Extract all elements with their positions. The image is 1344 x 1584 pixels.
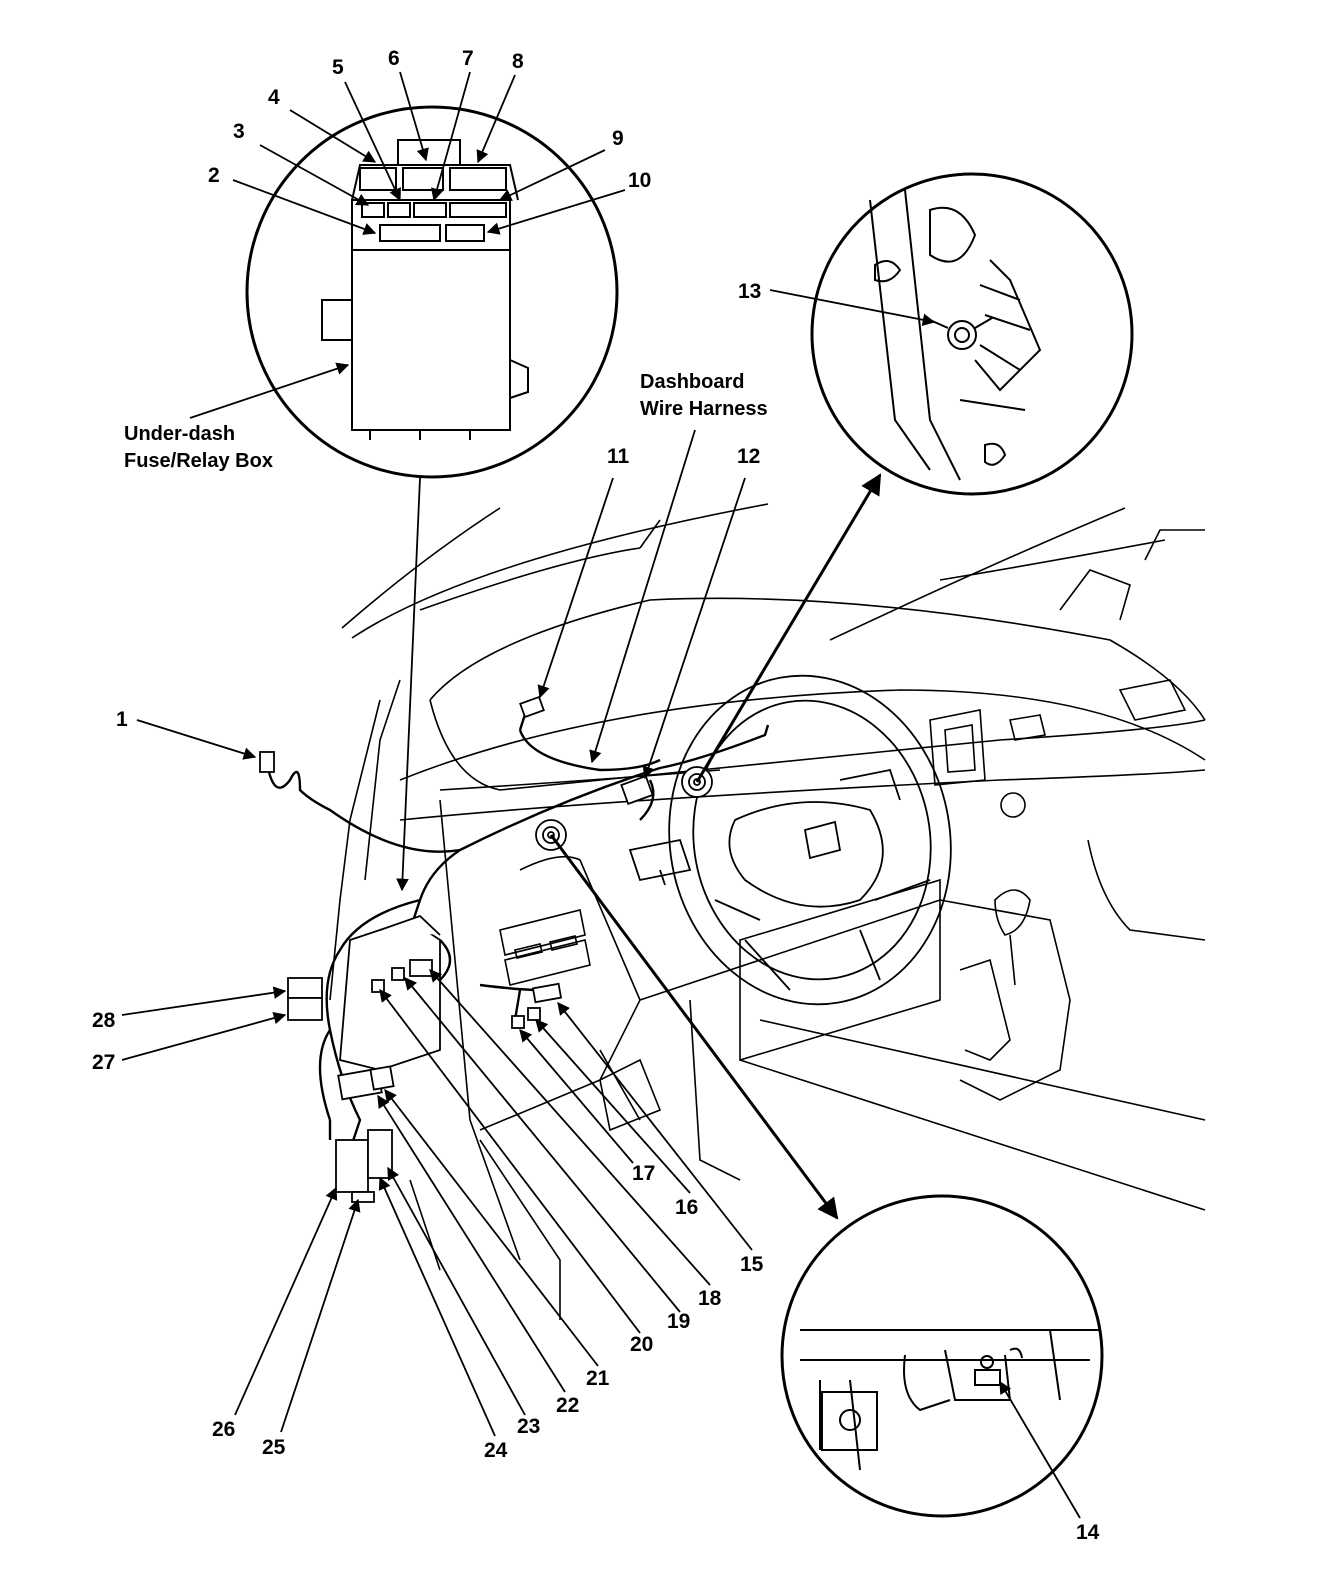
callout-24: 24 <box>484 1439 508 1462</box>
callout-28: 28 <box>92 1009 116 1032</box>
callout-21: 21 <box>586 1367 610 1390</box>
steering-wheel <box>628 674 952 1006</box>
callout-3: 3 <box>233 120 245 143</box>
callout-27: 27 <box>92 1051 116 1074</box>
callout-6: 6 <box>388 47 400 70</box>
callout-10: 10 <box>628 169 652 192</box>
callout-11: 11 <box>607 445 630 468</box>
fuse-box-detail <box>245 105 619 479</box>
callout-25: 25 <box>262 1436 286 1459</box>
detail-13 <box>810 172 1134 496</box>
callout-19: 19 <box>667 1310 691 1333</box>
callout-7: 7 <box>462 47 474 70</box>
callout-17: 17 <box>632 1162 656 1185</box>
caption-fuse-relay-box: Under-dash Fuse/Relay Box <box>124 423 273 472</box>
callout-22: 22 <box>556 1394 580 1417</box>
callout-5: 5 <box>332 56 344 79</box>
callout-14: 14 <box>1076 1521 1100 1544</box>
callout-16: 16 <box>675 1196 699 1219</box>
callout-26: 26 <box>212 1418 236 1441</box>
caption-dashboard-wire-harness: Dashboard Wire Harness <box>640 371 768 420</box>
callout-8: 8 <box>512 50 524 73</box>
callout-15: 15 <box>740 1253 764 1276</box>
callout-12: 12 <box>737 445 761 468</box>
callout-18: 18 <box>698 1287 722 1310</box>
callout-9: 9 <box>612 127 624 150</box>
leaders <box>121 71 1081 1519</box>
callout-2: 2 <box>208 164 220 187</box>
callout-23: 23 <box>517 1415 541 1438</box>
callout-1: 1 <box>116 708 128 731</box>
detail-14 <box>780 1194 1104 1518</box>
dashboard-body <box>329 503 1206 1320</box>
callout-20: 20 <box>630 1333 654 1356</box>
callout-13: 13 <box>738 280 762 303</box>
callout-4: 4 <box>268 86 280 109</box>
